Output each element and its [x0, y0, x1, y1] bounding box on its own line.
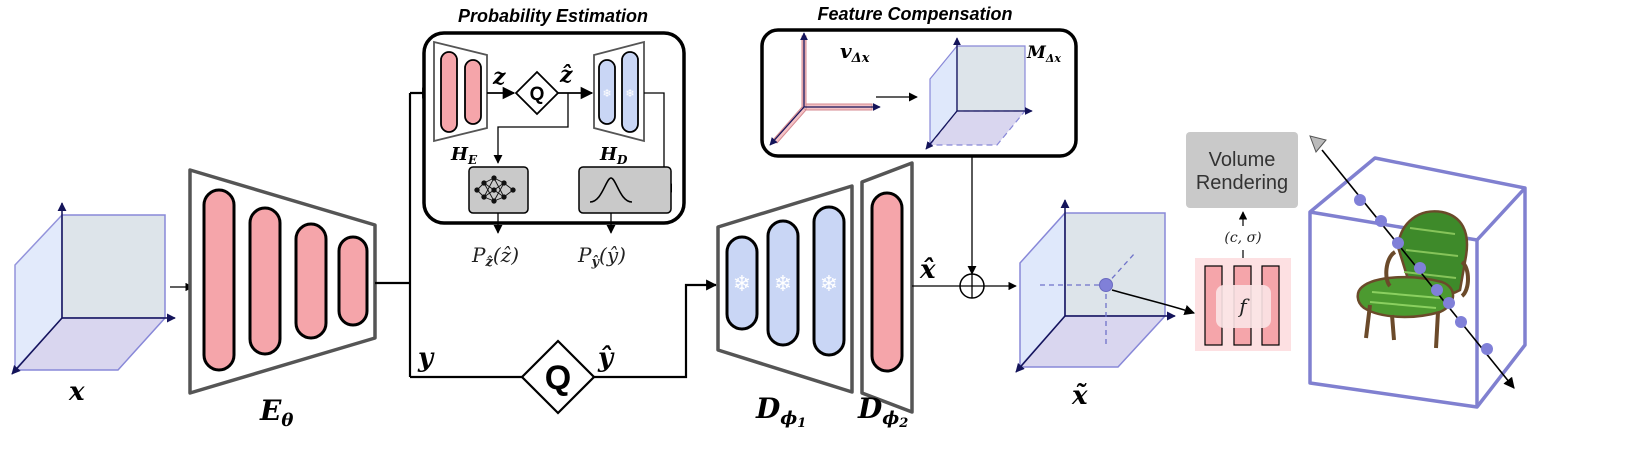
v-delta-main: v [840, 39, 852, 63]
encoder-label-main: E [259, 394, 282, 427]
v-delta-x-grid [769, 32, 881, 146]
neural-network-icon [474, 175, 516, 204]
decoder-d-phi1: ❄ ❄ ❄ [716, 184, 854, 394]
render-volume [1308, 156, 1527, 409]
decoder2-label: Dϕ2 [857, 392, 908, 431]
snowflake-icon: ❄ [733, 272, 751, 297]
y-hat-to-decoder-arrow [594, 279, 718, 379]
decoder2-main: D [857, 392, 883, 425]
p-y-label: Pŷ(ŷ) [577, 243, 626, 270]
x-label: x [68, 377, 85, 407]
z-hat-label: ẑ [559, 62, 573, 88]
p-z-arg: (ẑ) [493, 243, 519, 267]
chair-image [1356, 210, 1470, 349]
encoder-e-theta [188, 168, 377, 395]
snowflake-icon: ❄ [774, 272, 792, 297]
m-delta-label: MΔx [1026, 43, 1061, 65]
decoder1-label: Dϕ1 [755, 392, 806, 431]
z-label: z [492, 64, 506, 90]
input-grid-x [11, 202, 176, 375]
hyper-decoder-hd: ❄ ❄ [593, 40, 645, 143]
m-delta-sub: Δx [1045, 52, 1062, 65]
hd-label-main: H [599, 144, 618, 165]
quantizer-hyper-label: Q [530, 84, 545, 105]
p-y-arg: (ŷ) [599, 243, 626, 267]
feature-compensation-title: Feature Compensation [817, 4, 1012, 24]
c-sigma-label: (c, σ) [1224, 230, 1261, 246]
y-hat-label: ŷ [597, 343, 615, 373]
hd-label: HD [599, 144, 628, 167]
decoder1-subsub: 1 [797, 416, 806, 431]
snowflake-icon: ❄ [625, 87, 634, 100]
encoder-label-sub: θ [281, 410, 293, 431]
p-z-sub: ẑ [484, 255, 493, 270]
volume-rendering-line1: Volume [1209, 149, 1276, 171]
decoder2-sub: ϕ [882, 408, 899, 429]
p-z-main: P [471, 243, 486, 267]
he-label-main: H [450, 144, 469, 165]
entropy-network-box [468, 166, 529, 214]
p-y-main: P [577, 243, 592, 267]
snowflake-icon: ❄ [820, 272, 838, 297]
v-delta-sub: Δx [851, 51, 870, 66]
encoder-label: Eθ [259, 394, 293, 431]
sum-node [959, 273, 985, 299]
volume-rendering-line2: Rendering [1196, 172, 1288, 194]
gaussian-box [578, 166, 672, 214]
hyper-encoder-he [433, 40, 488, 143]
he-label: HE [450, 144, 478, 167]
decoder-d-phi2 [860, 161, 914, 414]
camera-ray [1309, 135, 1515, 389]
output-grid-x-tilde [1015, 199, 1176, 373]
mlp-f: f [1195, 258, 1291, 351]
zhat-to-network-arrow [493, 93, 569, 164]
hd-label-sub: D [616, 153, 628, 167]
decoder1-sub: ϕ [780, 408, 797, 429]
v-delta-label: vΔx [840, 39, 870, 66]
he-label-sub: E [467, 153, 478, 167]
m-delta-x-grid [925, 37, 1033, 150]
decoder2-subsub: 2 [898, 416, 908, 431]
probability-estimation-title: Probability Estimation [458, 6, 648, 26]
decoder1-main: D [755, 392, 781, 425]
camera-icon [1309, 135, 1327, 153]
quantizer-main-label: Q [545, 359, 571, 397]
x-tilde-label: x̃ [1071, 381, 1088, 411]
sample-to-mlp-arrow [1111, 289, 1195, 315]
gaussian-curve-icon [589, 177, 633, 203]
p-z-label: Pẑ(ẑ) [471, 243, 519, 270]
x-hat-label: x̂ [919, 255, 936, 285]
volume-rendering-box: Volume Rendering [1186, 132, 1298, 208]
p-y-sub: ŷ [590, 255, 600, 270]
y-label: y [417, 343, 435, 373]
m-delta-main: M [1026, 43, 1047, 63]
snowflake-icon: ❄ [602, 87, 611, 100]
quantizer-main: Q [520, 339, 596, 415]
